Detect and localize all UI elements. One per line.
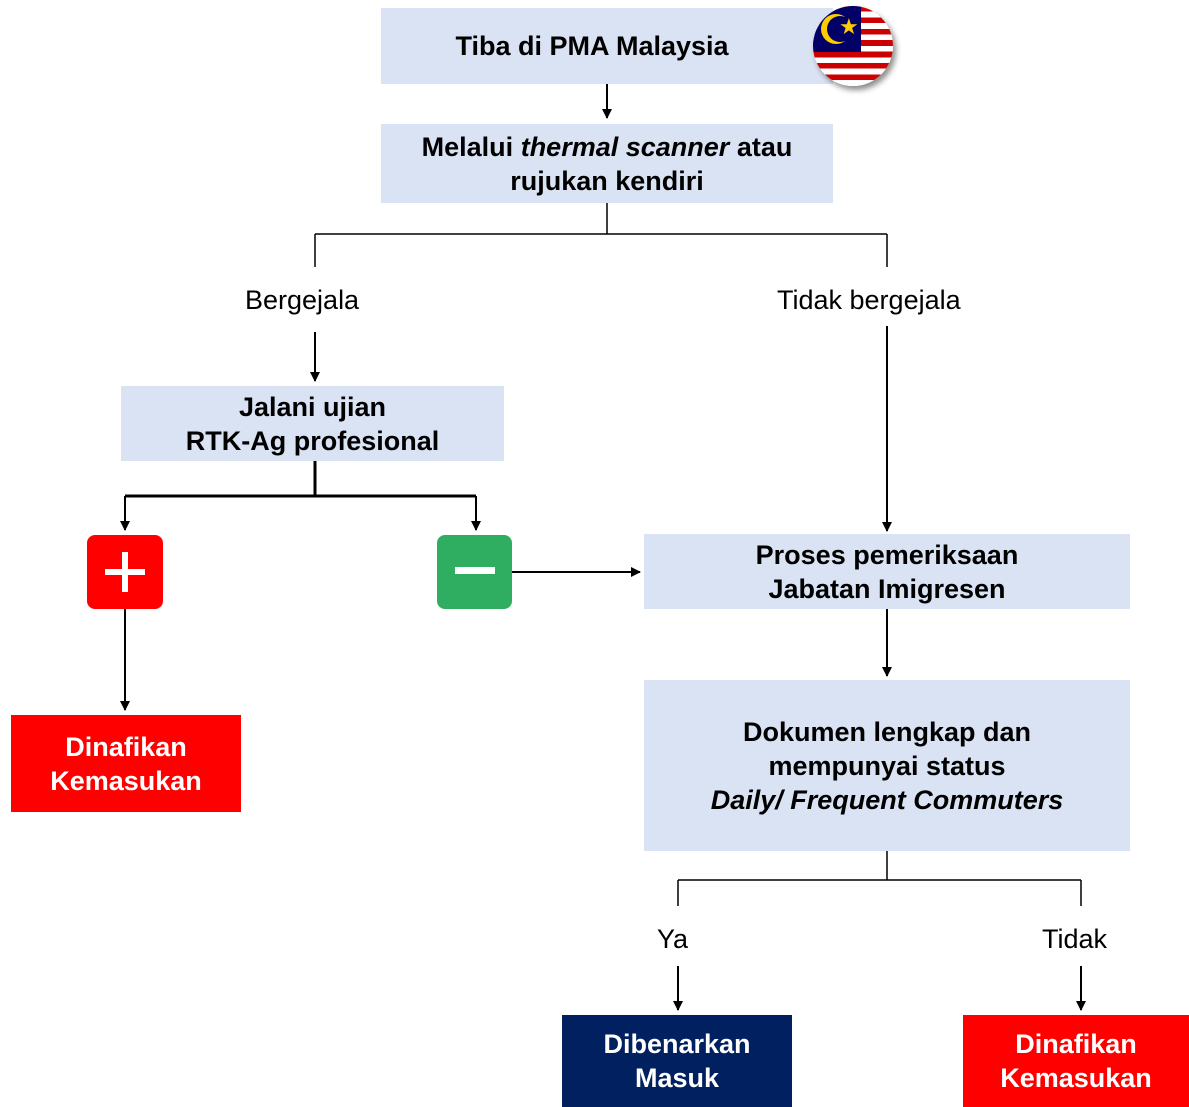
node-rtk-test: Jalani ujian RTK-Ag profesional <box>121 386 504 461</box>
label-no: Tidak <box>1042 924 1108 954</box>
node-denied-right-line2: Kemasukan <box>1000 1063 1152 1093</box>
label-yes: Ya <box>657 924 689 954</box>
node-document-line3: Daily/ Frequent Commuters <box>710 784 1064 815</box>
node-rtk-test-line2: RTK-Ag profesional <box>185 425 440 456</box>
node-denied-left: Dinafikan Kemasukan <box>11 715 241 812</box>
minus-icon <box>455 567 495 574</box>
label-symptomatic: Bergejala <box>245 285 360 315</box>
node-screening: Melalui thermal scanner atau rujukan ken… <box>381 124 833 203</box>
node-arrival: Tiba di PMA Malaysia <box>381 8 833 84</box>
node-allowed-line1: Dibenarkan <box>603 1029 751 1059</box>
node-arrival-label: Tiba di PMA Malaysia <box>455 31 729 61</box>
screening-text-italic: thermal scanner <box>520 131 730 162</box>
plus-icon-v <box>122 552 128 592</box>
malaysia-flag-icon: ★ <box>813 6 893 86</box>
node-allowed: Dibenarkan Masuk <box>562 1015 792 1107</box>
screening-text-prefix: Melalui <box>421 131 514 162</box>
node-document-line1: Dokumen lengkap dan <box>742 716 1032 747</box>
node-rtk-test-line1: Jalani ujian <box>238 391 387 422</box>
node-allowed-line2: Masuk <box>634 1063 720 1093</box>
node-immigration-line1: Proses pemeriksaan <box>755 539 1019 570</box>
node-screening-line1: Melalui thermal scanner atau <box>422 130 793 164</box>
node-document-line2: mempunyai status <box>768 750 1006 781</box>
node-screening-line2: rujukan kendiri <box>510 165 704 196</box>
negative-result <box>437 535 512 609</box>
screening-text-suffix: atau <box>736 131 793 162</box>
node-immigration-check: Proses pemeriksaan Jabatan Imigresen <box>644 534 1130 609</box>
node-denied-left-line2: Kemasukan <box>50 765 202 796</box>
node-denied-right: Dinafikan Kemasukan <box>963 1015 1189 1107</box>
node-denied-left-line1: Dinafikan <box>65 731 187 762</box>
label-asymptomatic: Tidak bergejala <box>777 285 961 315</box>
node-immigration-line2: Jabatan Imigresen <box>768 573 1006 604</box>
node-document-check: Dokumen lengkap dan mempunyai status Dai… <box>644 680 1130 851</box>
positive-result <box>87 535 163 609</box>
node-denied-right-line1: Dinafikan <box>1015 1029 1137 1059</box>
